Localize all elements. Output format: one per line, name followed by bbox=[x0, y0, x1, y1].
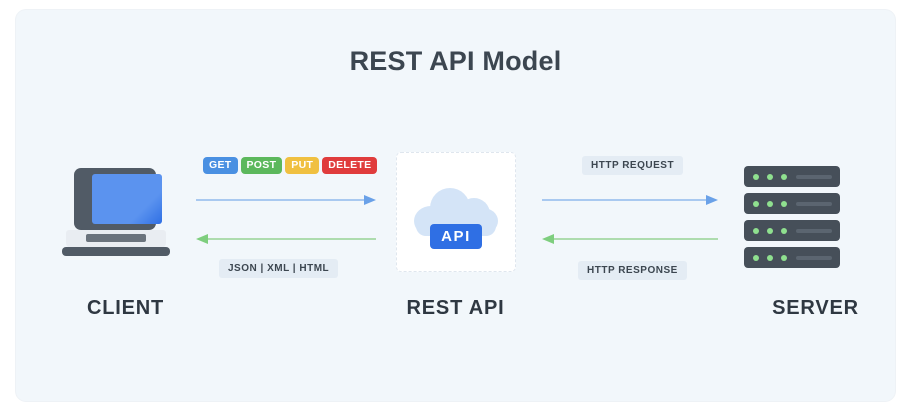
server-led bbox=[767, 174, 773, 180]
response-formats-label: JSON | XML | HTML bbox=[219, 259, 339, 278]
arrow-head bbox=[706, 195, 718, 205]
arrow-head bbox=[542, 234, 554, 244]
server-led bbox=[781, 201, 787, 207]
server-led bbox=[767, 201, 773, 207]
node-label-rest-api: REST API bbox=[406, 297, 505, 319]
method-badge-get: GET bbox=[203, 157, 238, 174]
server-rack-line bbox=[796, 229, 832, 233]
server-led bbox=[767, 228, 773, 234]
arrow-line bbox=[542, 199, 708, 201]
arrow-line bbox=[208, 238, 376, 240]
server-led bbox=[781, 228, 787, 234]
laptop-lid bbox=[74, 168, 162, 230]
arrow-head bbox=[364, 195, 376, 205]
server-led bbox=[767, 255, 773, 261]
arrow-line bbox=[196, 199, 366, 201]
method-badge-put: PUT bbox=[285, 157, 320, 174]
server-led bbox=[753, 228, 759, 234]
arrow-server-to-api bbox=[542, 234, 718, 244]
api-badge: API bbox=[430, 224, 482, 249]
arrow-api-to-server bbox=[542, 195, 718, 205]
method-badge-delete: DELETE bbox=[322, 157, 378, 174]
server-rack-line bbox=[796, 202, 832, 206]
server-rack-line bbox=[796, 256, 832, 260]
server-rack bbox=[744, 166, 840, 187]
http-request-label: HTTP REQUEST bbox=[582, 156, 684, 175]
server-rack bbox=[744, 220, 840, 241]
arrow-head bbox=[196, 234, 208, 244]
node-label-client: CLIENT bbox=[86, 297, 165, 319]
arrow-client-to-api bbox=[196, 195, 376, 205]
server-rack-icon bbox=[744, 166, 840, 270]
cloud-icon bbox=[414, 186, 498, 236]
http-response-label: HTTP RESPONSE bbox=[578, 261, 687, 280]
server-led bbox=[781, 255, 787, 261]
laptop-keyboard bbox=[86, 234, 146, 242]
laptop-icon bbox=[62, 168, 170, 268]
laptop-base bbox=[62, 247, 170, 256]
method-badge-post: POST bbox=[240, 157, 283, 174]
server-led bbox=[781, 174, 787, 180]
server-led bbox=[753, 174, 759, 180]
arrow-api-to-client bbox=[196, 234, 376, 244]
server-rack-line bbox=[796, 175, 832, 179]
http-methods-group: GET POST PUT DELETE bbox=[203, 157, 378, 174]
server-rack bbox=[744, 247, 840, 268]
server-led bbox=[753, 201, 759, 207]
arrow-line bbox=[554, 238, 718, 240]
server-rack bbox=[744, 193, 840, 214]
server-led bbox=[753, 255, 759, 261]
node-label-server: SERVER bbox=[772, 297, 859, 319]
laptop-screen bbox=[92, 174, 162, 224]
page-title: REST API Model bbox=[349, 46, 562, 76]
